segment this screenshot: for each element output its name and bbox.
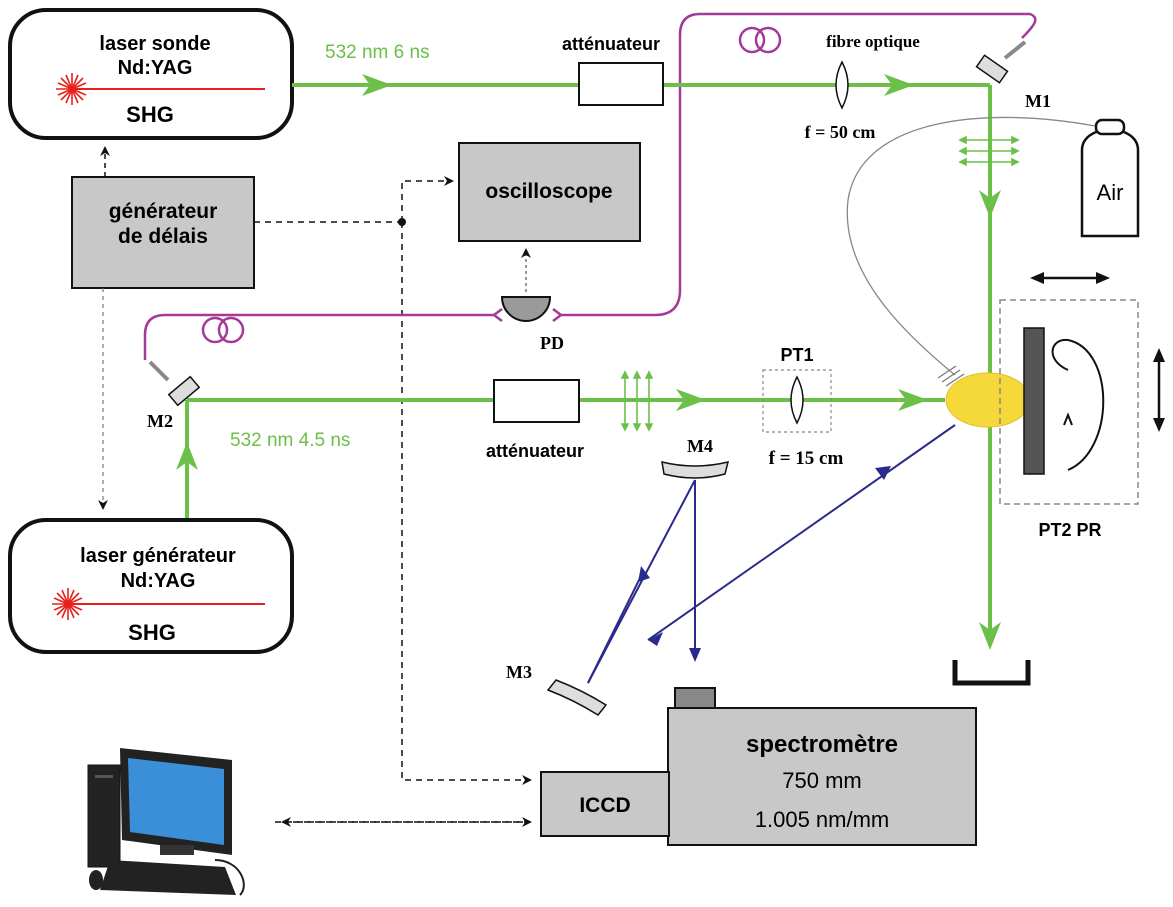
attenuator-bottom-label: atténuateur bbox=[486, 441, 584, 461]
iccd-camera: ICCD bbox=[540, 771, 670, 837]
computer-icon bbox=[87, 748, 245, 896]
m2-label: M2 bbox=[147, 411, 173, 431]
photodiode: PD bbox=[500, 296, 564, 353]
oscilloscope-label: oscilloscope bbox=[485, 180, 612, 203]
optical-fiber bbox=[143, 12, 1037, 360]
fiber-label: fibre optique bbox=[826, 32, 920, 51]
pump-laser-title: laser générateur bbox=[80, 545, 236, 567]
pump-beam-label: 532 nm 4.5 ns bbox=[230, 430, 350, 451]
delay-generator-line2: de délais bbox=[118, 225, 208, 248]
lens-top: fibre optique f = 50 cm bbox=[805, 32, 921, 142]
plasma-plume bbox=[945, 372, 1031, 428]
lens-top-focal: f = 50 cm bbox=[805, 122, 876, 142]
probe-laser-type: Nd:YAG bbox=[118, 57, 193, 79]
laser-star-icon bbox=[56, 73, 88, 105]
delay-generator: générateur de délais bbox=[71, 176, 255, 289]
attenuator-top-label: atténuateur bbox=[562, 34, 660, 54]
photodiode-icon bbox=[500, 296, 552, 322]
m4-label: M4 bbox=[687, 436, 713, 456]
mirror-m2: M2 bbox=[147, 360, 201, 431]
mirror-m3: M3 bbox=[506, 662, 608, 716]
m1-label: M1 bbox=[1025, 91, 1051, 111]
iccd-label: ICCD bbox=[579, 794, 630, 817]
spectrometer-focal: 750 mm bbox=[782, 768, 861, 793]
pump-laser-shg: SHG bbox=[128, 620, 176, 645]
probe-laser: laser sonde Nd:YAG SHG bbox=[8, 8, 294, 140]
pump-laser-type: Nd:YAG bbox=[121, 570, 196, 592]
lens-bottom: PT1 f = 15 cm bbox=[762, 345, 844, 469]
spectrometer-title: spectromètre bbox=[746, 731, 898, 758]
pt1-label: PT1 bbox=[780, 345, 813, 365]
air-label: Air bbox=[1097, 180, 1124, 205]
m3-label: M3 bbox=[506, 662, 532, 682]
fiber-coil-icon bbox=[201, 26, 782, 344]
spectrometer: spectromètre 750 mm 1.005 nm/mm bbox=[667, 687, 977, 846]
pump-laser: laser générateur Nd:YAG SHG bbox=[8, 518, 294, 654]
collection-beams bbox=[587, 424, 956, 684]
probe-beam-label: 532 nm 6 ns bbox=[325, 42, 430, 63]
beam-dump-icon bbox=[952, 660, 1031, 686]
attenuator-top: atténuateur bbox=[562, 34, 664, 106]
spectrometer-dispersion: 1.005 nm/mm bbox=[755, 807, 890, 832]
pd-label: PD bbox=[540, 333, 564, 353]
delay-generator-line1: générateur bbox=[109, 200, 218, 223]
target-stage: PT2 PR bbox=[999, 272, 1165, 540]
probe-laser-shg: SHG bbox=[126, 102, 174, 127]
gas-cylinder-icon: Air bbox=[1080, 118, 1140, 238]
attenuator-bottom: atténuateur bbox=[486, 379, 584, 461]
mirror-m4: M4 bbox=[661, 436, 730, 479]
probe-laser-title: laser sonde bbox=[99, 33, 210, 55]
lens-bottom-focal: f = 15 cm bbox=[769, 448, 844, 469]
oscilloscope: oscilloscope bbox=[458, 142, 641, 242]
mirror-m1: M1 bbox=[975, 40, 1051, 111]
pt2pr-label: PT2 PR bbox=[1038, 520, 1101, 540]
laser-star-icon bbox=[52, 588, 84, 620]
